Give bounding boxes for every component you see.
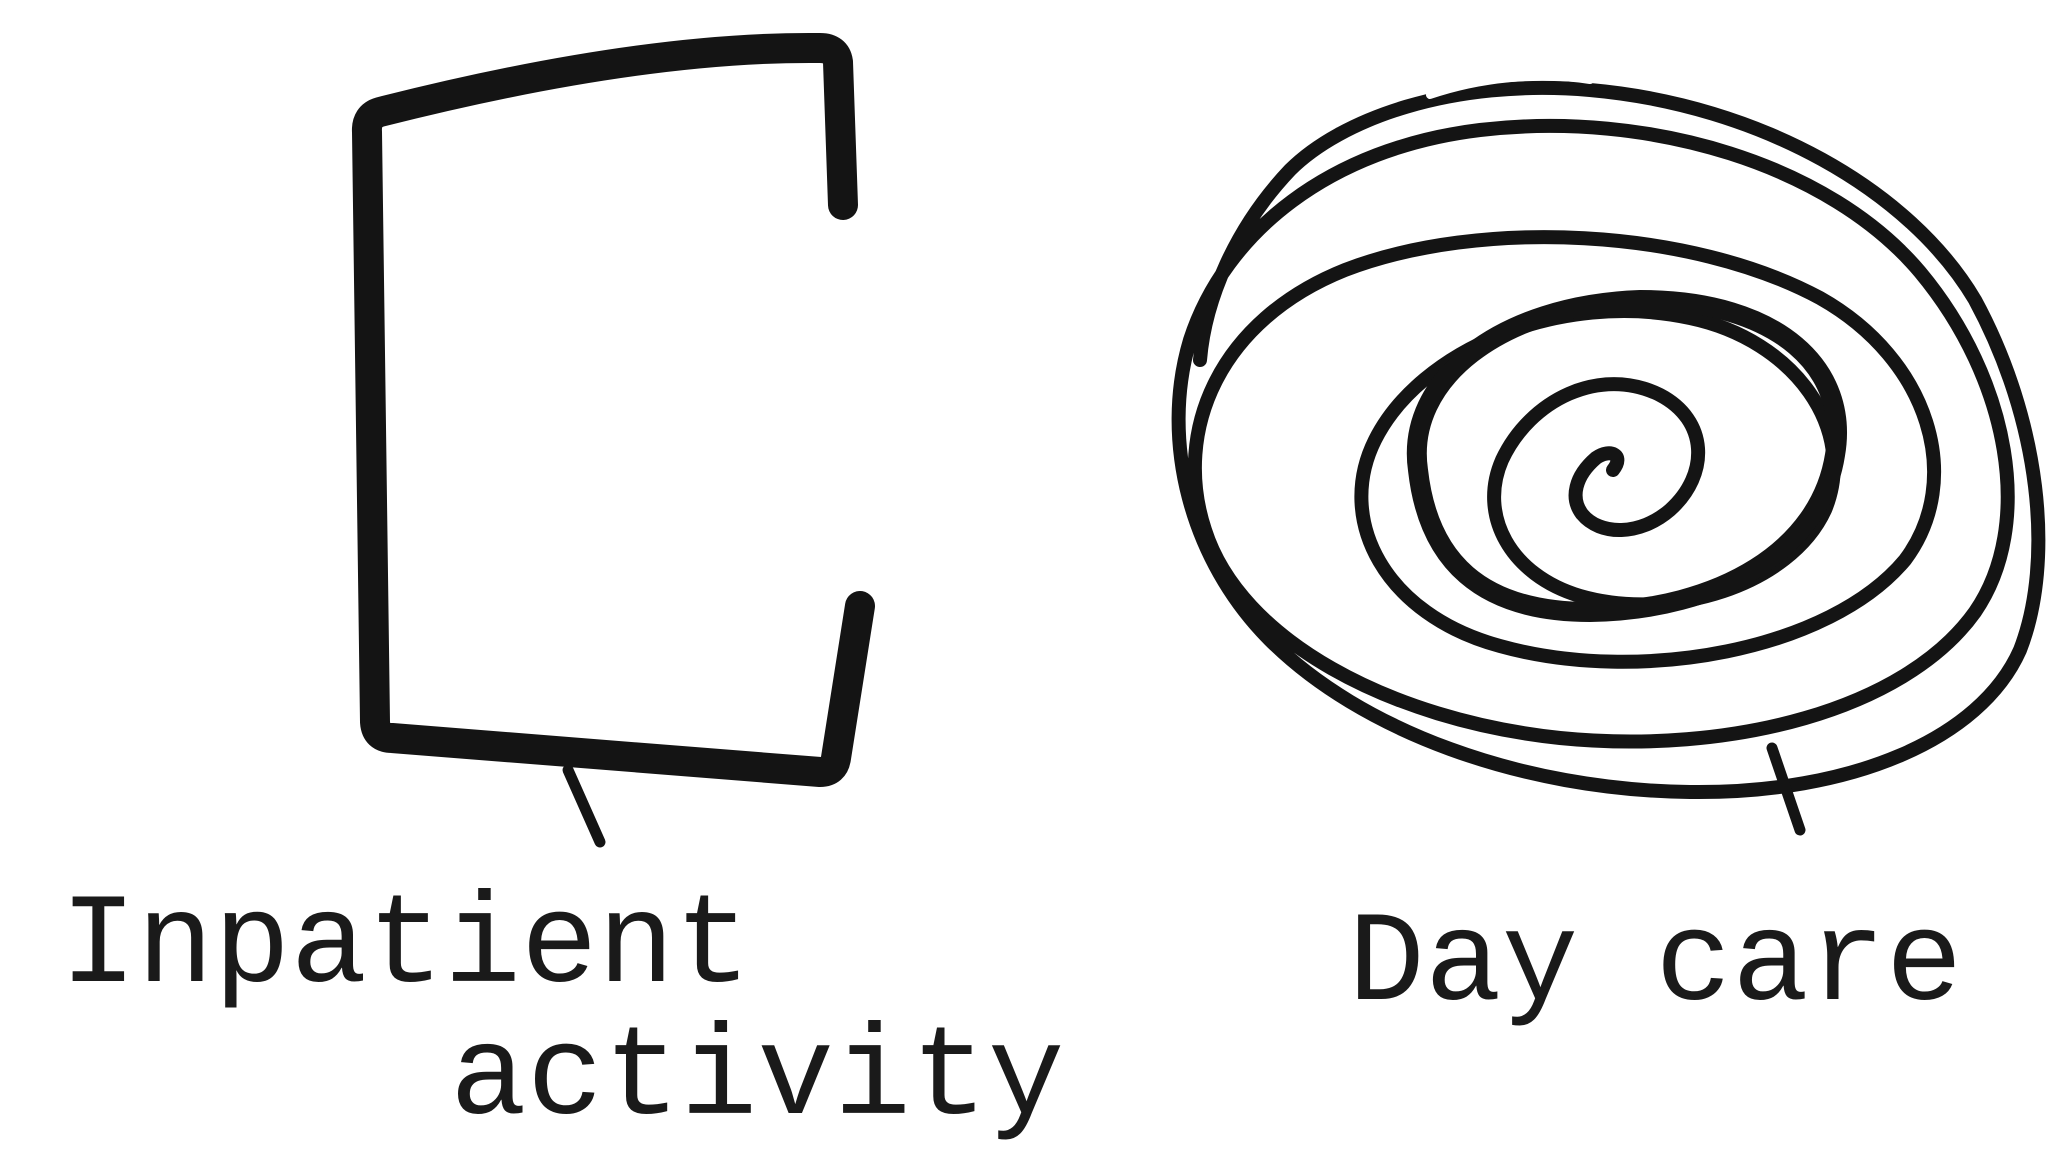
inpatient-activity-label-line-1: Inpatient: [60, 884, 751, 1012]
day-care-symbol: [1179, 76, 2039, 830]
inpatient-activity-symbol: [367, 48, 860, 842]
day-care-label: Day care: [1348, 902, 1963, 1030]
